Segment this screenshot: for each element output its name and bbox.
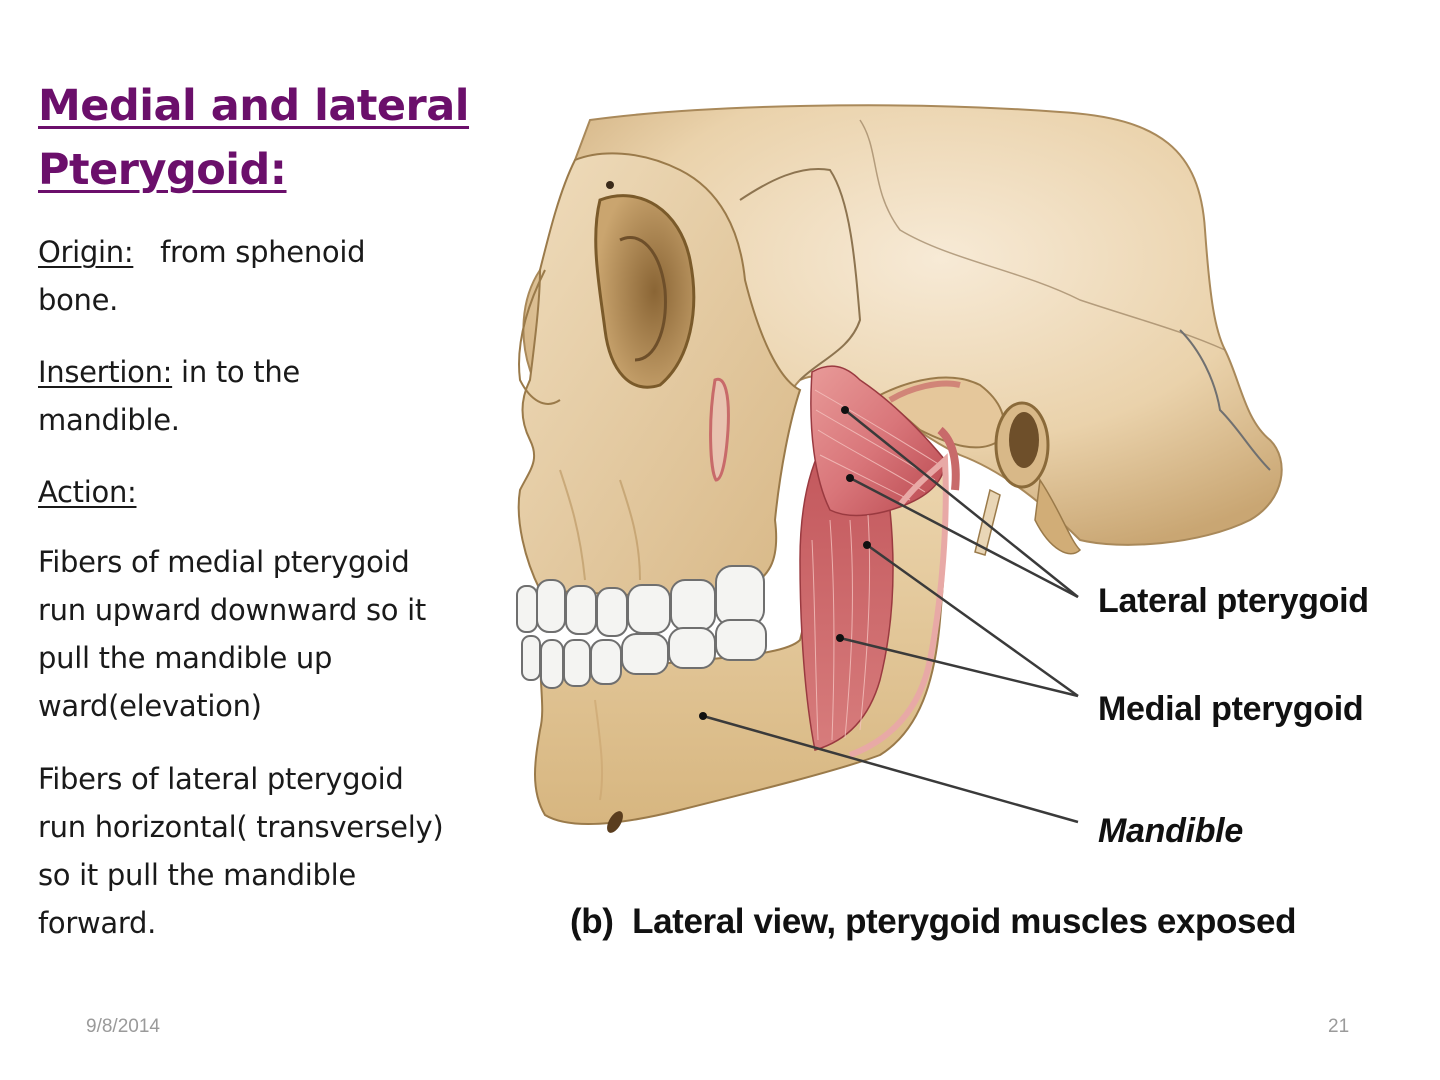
paragraph-line: run upward downward so it bbox=[38, 593, 426, 627]
origin-text-line-2: bone. bbox=[38, 283, 119, 317]
origin-text-line-1: from sphenoid bbox=[133, 235, 366, 269]
teeth bbox=[516, 565, 767, 689]
lateral-pterygoid-muscle bbox=[810, 365, 946, 517]
medial-pterygoid-action-paragraph: Fibers of medial pterygoid run upward do… bbox=[38, 538, 508, 730]
action-label: Action: bbox=[38, 475, 137, 509]
mandible-label: Mandible bbox=[1098, 812, 1243, 850]
figure-caption: (b) Lateral view, pterygoid muscles expo… bbox=[570, 902, 1297, 941]
action-section: Action: bbox=[38, 468, 508, 516]
insertion-label: Insertion: bbox=[38, 355, 173, 389]
lateral-pterygoid-action-paragraph: Fibers of lateral pterygoid run horizont… bbox=[38, 755, 508, 947]
paragraph-line: so it pull the mandible bbox=[38, 858, 356, 892]
paragraph-line: ward(elevation) bbox=[38, 689, 262, 723]
pterygoid-muscles bbox=[799, 365, 960, 758]
insertion-section: Insertion: in to the mandible. bbox=[38, 348, 508, 444]
footer-date: 9/8/2014 bbox=[86, 1016, 160, 1037]
slide-number: 21 bbox=[1328, 1016, 1350, 1037]
facial-skeleton bbox=[517, 152, 802, 597]
title-line-2: Pterygoid: bbox=[38, 145, 287, 195]
leader-lines bbox=[702, 409, 1079, 824]
paragraph-line: pull the mandible up bbox=[38, 641, 333, 675]
origin-label: Origin: bbox=[38, 235, 134, 269]
paragraph-line: Fibers of medial pterygoid bbox=[38, 545, 410, 579]
insertion-text-line-2: mandible. bbox=[38, 403, 180, 437]
slide-title: Medial and lateral Pterygoid: bbox=[38, 74, 498, 202]
leader-dots bbox=[699, 406, 871, 720]
paragraph-line: Fibers of lateral pterygoid bbox=[38, 762, 404, 796]
medial-pterygoid-label: Medial pterygoid bbox=[1098, 690, 1364, 728]
paragraph-line: run horizontal( transversely) bbox=[38, 810, 444, 844]
title-line-1: Medial and lateral bbox=[38, 81, 470, 131]
paragraph-line: forward. bbox=[38, 906, 157, 940]
origin-section: Origin: from sphenoid bone. bbox=[38, 228, 508, 324]
insertion-text-line-1: in to the bbox=[172, 355, 300, 389]
lateral-pterygoid-label: Lateral pterygoid bbox=[1098, 582, 1369, 620]
